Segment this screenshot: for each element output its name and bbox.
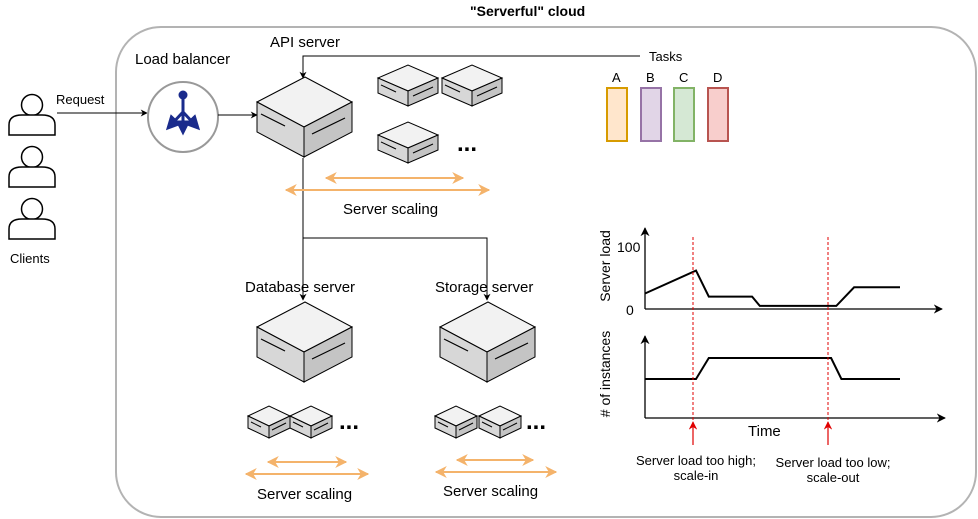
task-box-a <box>606 87 628 142</box>
task-box-d <box>707 87 729 142</box>
load-balancer-label: Load balancer <box>135 51 231 68</box>
instances-series-line <box>645 357 900 380</box>
api-server-label: API server <box>270 34 341 51</box>
storage-scaling-label: Server scaling <box>443 483 539 500</box>
clients-label: Clients <box>10 251 50 266</box>
client-icon-1 <box>8 93 56 136</box>
server-load-chart <box>640 227 943 314</box>
task-boxes <box>606 87 729 142</box>
storage-server-label: Storage server <box>435 279 534 296</box>
instances-y-axis-label: # of instances <box>597 330 613 418</box>
client-icon-2 <box>8 145 56 188</box>
scale-in-annotation-line1: Server load too high; <box>636 453 756 468</box>
task-letter-c: C <box>679 70 689 85</box>
load-y-axis-label: Server load <box>597 230 613 302</box>
tasks-arrow <box>299 55 640 79</box>
client-icon-3 <box>8 197 56 240</box>
cloud-boundary <box>115 26 977 518</box>
scale-out-annotation-line2: scale-out <box>806 470 860 485</box>
api-ellipsis: ... <box>457 130 478 157</box>
task-letter-a: A <box>612 70 621 85</box>
instances-chart <box>640 335 946 423</box>
api-to-storage-arrow <box>303 237 491 301</box>
api-scaling-label: Server scaling <box>343 201 439 218</box>
task-letter-b: B <box>646 70 655 85</box>
load-tick-100: 100 <box>617 239 641 255</box>
storage-ellipsis: ... <box>526 408 547 435</box>
scale-in-annotation-line2: scale-in <box>673 468 719 483</box>
db-scaling-label: Server scaling <box>257 486 353 503</box>
request-label: Request <box>56 92 105 107</box>
task-box-b <box>640 87 662 142</box>
time-axis-label: Time <box>748 423 781 440</box>
db-ellipsis: ... <box>339 408 360 435</box>
scale-out-annotation-line1: Server load too low; <box>775 455 891 470</box>
database-server-label: Database server <box>245 279 356 296</box>
load-balancer-icon <box>147 81 219 153</box>
load-tick-0: 0 <box>626 302 634 318</box>
task-box-c <box>673 87 695 142</box>
diagram-title: "Serverful" cloud <box>470 3 586 19</box>
task-letter-d: D <box>713 70 723 85</box>
tasks-label: Tasks <box>649 49 683 64</box>
load-series-line <box>644 269 900 307</box>
